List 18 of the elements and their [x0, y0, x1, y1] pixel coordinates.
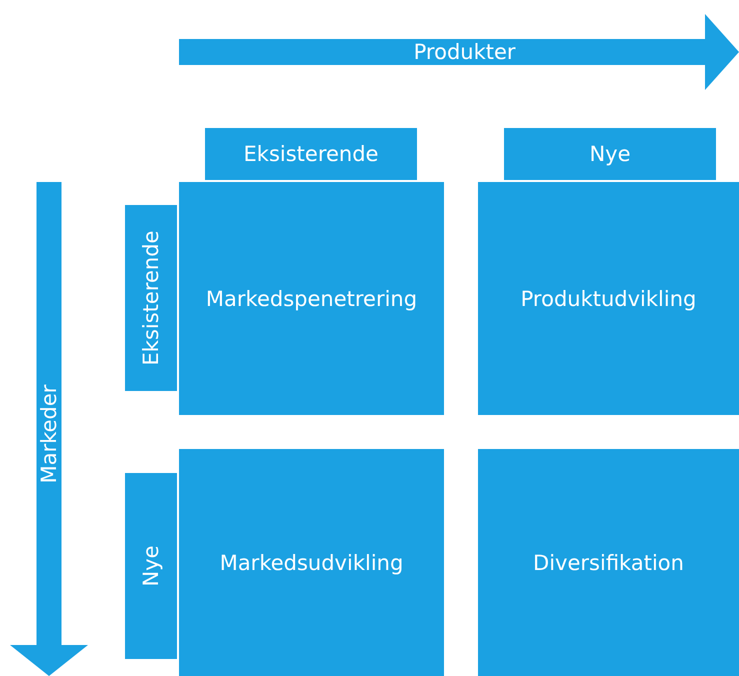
header-label: Nye — [139, 545, 163, 587]
quadrant-box — [478, 449, 739, 676]
quadrant-box — [179, 182, 444, 415]
header-box — [125, 473, 177, 659]
quadrant-box — [478, 182, 739, 415]
quadrant-label: Markedspenetrering — [206, 286, 418, 310]
axis-label: Markeder — [37, 384, 61, 484]
header-label: Nye — [589, 142, 631, 166]
header-label: Eksisterende — [139, 230, 163, 366]
quadrant-label: Markedsudvikling — [220, 550, 404, 574]
header-box — [504, 128, 716, 180]
header-box — [125, 205, 177, 391]
quadrant-label: Produktudvikling — [520, 286, 696, 310]
header-box — [205, 128, 417, 180]
axis-label: Produkter — [414, 40, 516, 64]
quadrant-box — [179, 449, 444, 676]
header-label: Eksisterende — [244, 142, 378, 166]
quadrant-label: Diversifikation — [533, 550, 684, 574]
